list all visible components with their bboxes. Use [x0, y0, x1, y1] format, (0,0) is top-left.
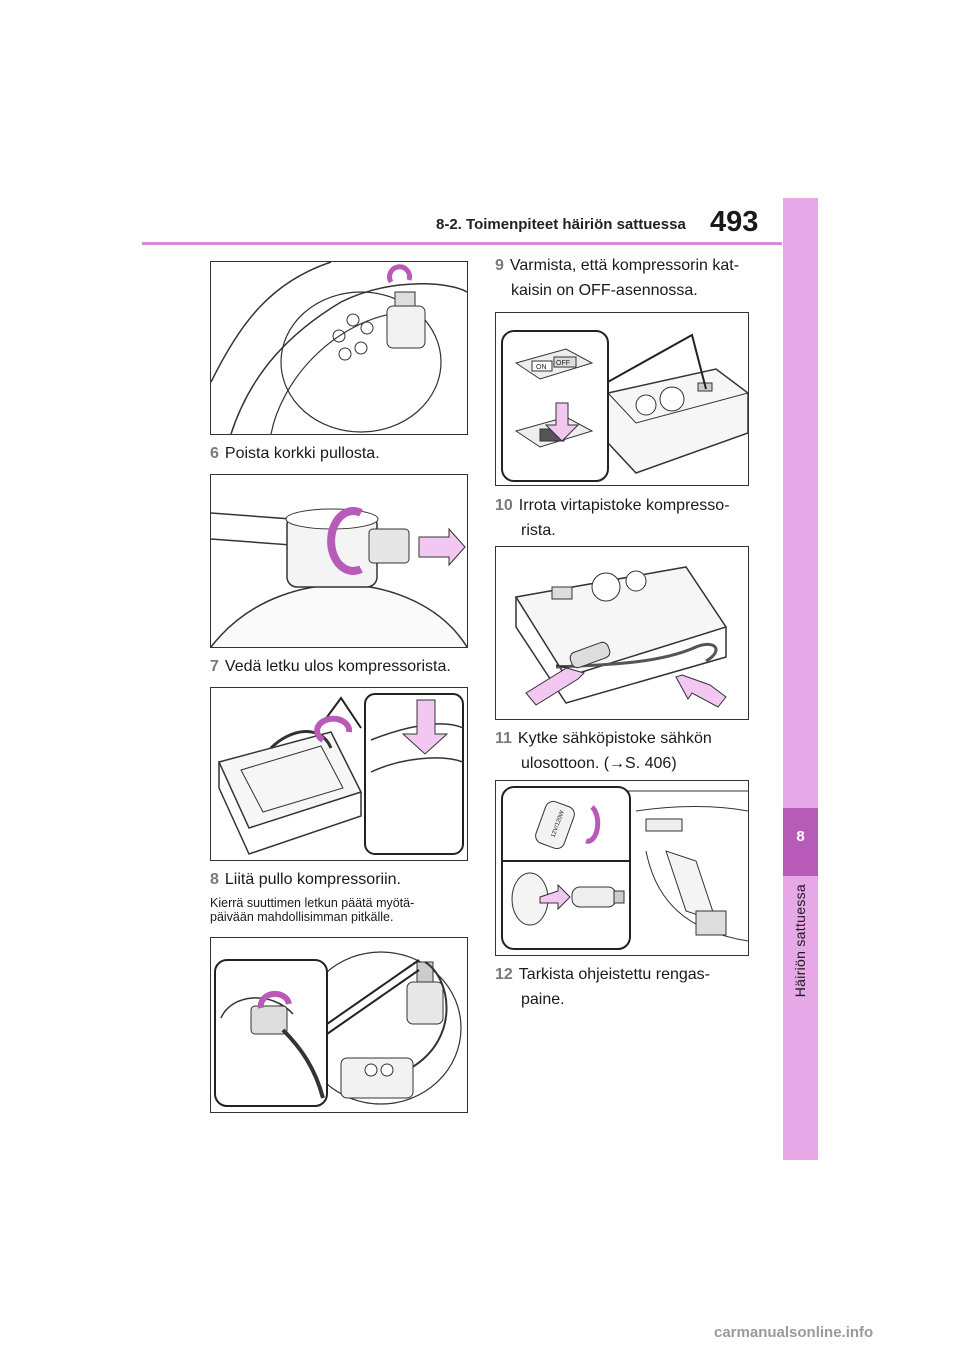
- step-text: Vedä letku ulos kompressorista.: [224, 658, 451, 675]
- step-text: Poista korkki pullosta.: [224, 445, 380, 462]
- figure-unscrew-cap: [210, 474, 468, 648]
- note-line: Kierrä suuttimen letkun päätä myötä-: [210, 896, 415, 910]
- step-text-line1: Varmista, että kompressorin kat-: [509, 257, 740, 274]
- chapter-tab-active[interactable]: [783, 808, 818, 876]
- step-10: 10 Irrota virtapistoke kompresso- rista.: [495, 493, 730, 543]
- step-12: 12 Tarkista ohjeistettu rengas- paine.: [495, 962, 710, 1012]
- step-11: 11 Kytke sähköpistoke sähkön ulosottoon. …: [495, 726, 712, 776]
- figure-switch-off: ON OFF: [495, 312, 749, 486]
- figure-unplug-compressor: [495, 546, 749, 720]
- chapter-number: 8: [796, 828, 805, 845]
- chapter-tab-strip: [783, 198, 818, 1160]
- chapter-label: Häiriön sattuessa: [792, 884, 808, 998]
- step-text-line2: rista.: [521, 522, 556, 539]
- step-number: 7: [210, 658, 219, 675]
- step-text: Liitä pullo kompressoriin.: [224, 871, 401, 888]
- step-7: 7 Vedä letku ulos kompressorista.: [210, 654, 451, 679]
- page-number: 493: [710, 206, 759, 238]
- step-8-note: Kierrä suuttimen letkun päätä myötä- päi…: [210, 896, 414, 924]
- step-number: 12: [495, 966, 513, 983]
- figure-connect-bottle: [210, 937, 468, 1113]
- switch-label-on: ON: [536, 364, 547, 371]
- step-number: 10: [495, 497, 513, 514]
- step-number: 9: [495, 257, 504, 274]
- header-divider: [142, 242, 782, 245]
- figure-remove-cap-overview: [210, 261, 468, 435]
- step-number: 6: [210, 445, 219, 462]
- step-text-line1: Kytke sähköpistoke sähkön: [517, 730, 712, 747]
- step-8: 8 Liitä pullo kompressoriin.: [210, 867, 401, 892]
- step-number: 11: [495, 730, 512, 747]
- section-title: 8-2. Toimenpiteet häiriön sattuessa: [436, 216, 686, 233]
- step-6: 6 Poista korkki pullosta.: [210, 441, 380, 466]
- step-text-line1: Tarkista ohjeistettu rengas-: [518, 966, 710, 983]
- step-number: 8: [210, 871, 219, 888]
- figure-pull-hose: [210, 687, 468, 861]
- step-text-line2: ulosottoon. (→S. 406): [521, 755, 677, 772]
- step-text-line1: Irrota virtapistoke kompresso-: [518, 497, 730, 514]
- note-line: päivään mahdollisimman pitkälle.: [210, 910, 394, 924]
- switch-label-off: OFF: [556, 360, 570, 367]
- figure-connect-power-outlet: 12V/120W: [495, 780, 749, 956]
- step-9: 9 Varmista, että kompressorin kat- kaisin…: [495, 253, 739, 303]
- step-text-line2: paine.: [521, 991, 565, 1008]
- step-text-line2: kaisin on OFF-asennossa.: [511, 282, 698, 299]
- watermark: carmanualsonline.info: [714, 1324, 874, 1341]
